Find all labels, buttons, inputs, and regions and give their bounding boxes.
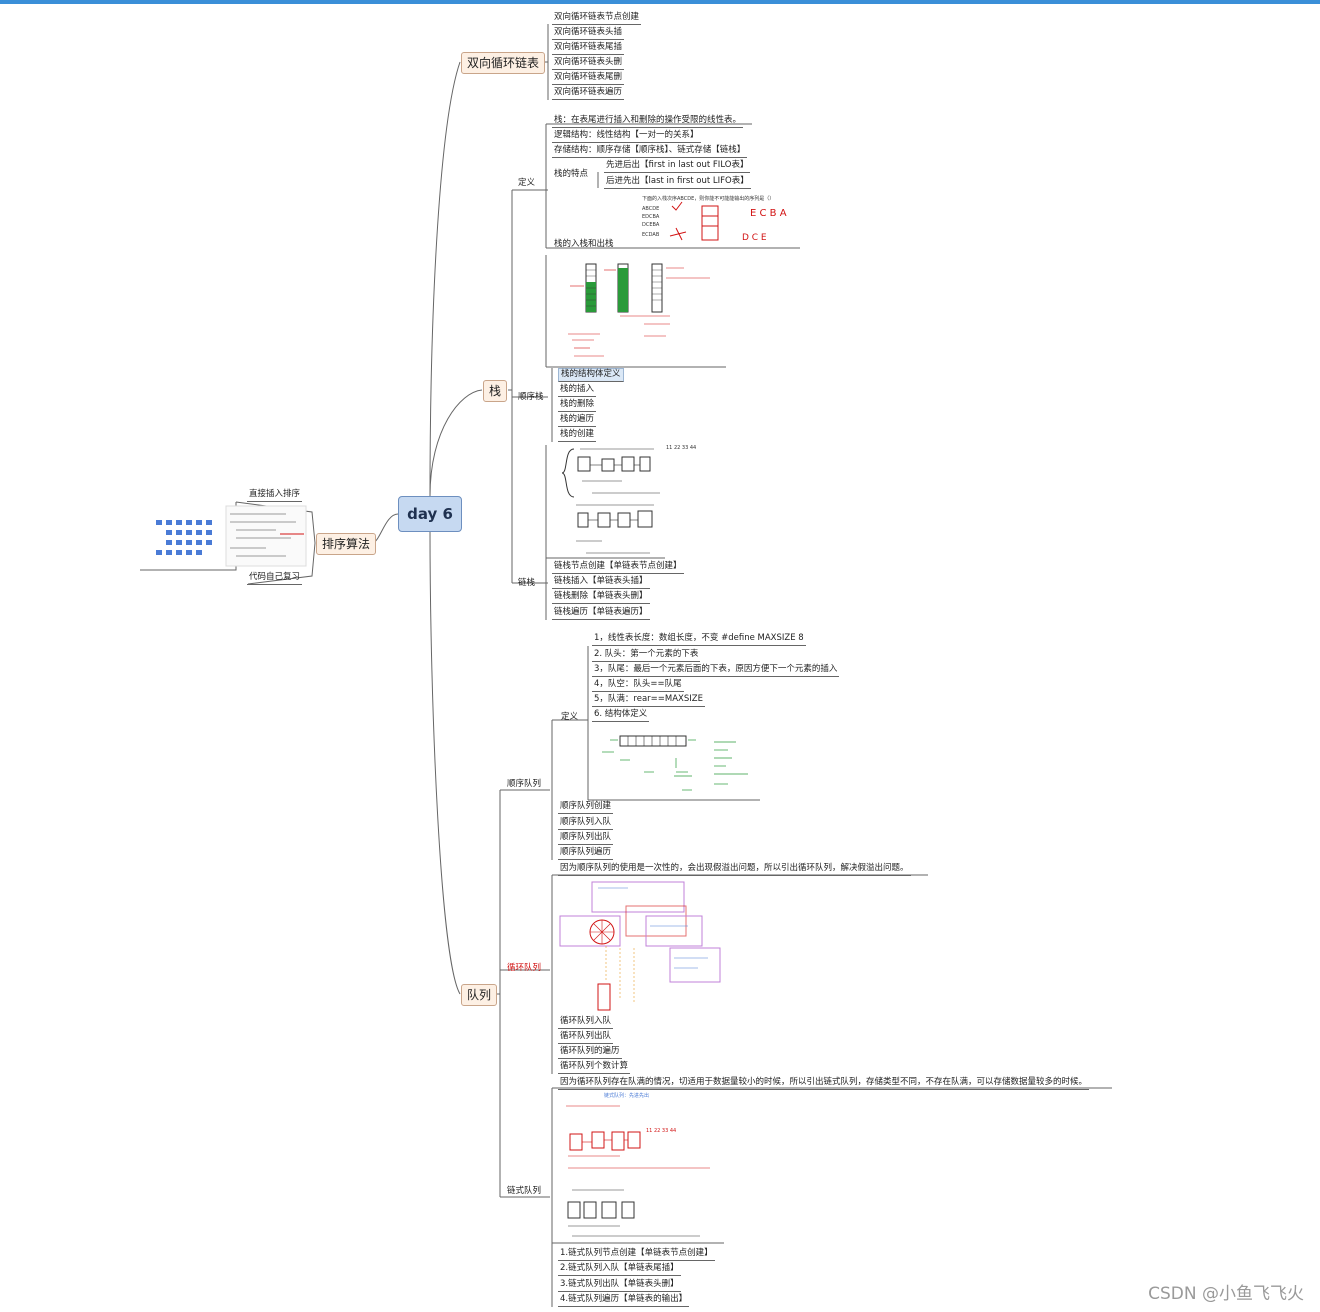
stack-trait-filo[interactable]: 先进后出【first in last out FILO表】 — [604, 160, 751, 173]
stack-link-push[interactable]: 链栈插入【单链表头插】 — [552, 576, 650, 589]
queue-seq-dequeue[interactable]: 顺序队列出队 — [558, 832, 614, 845]
dlist-item-tail-delete[interactable]: 双向循环链表尾删 — [552, 72, 625, 85]
queue-circ-dequeue[interactable]: 循环队列出队 — [558, 1031, 614, 1044]
link-stack-sketch: 11 22 33 44 — [562, 445, 696, 554]
stack-seq-create[interactable]: 栈的创建 — [558, 429, 597, 442]
circular-queue-sketch — [559, 881, 721, 1011]
queue-link-traverse[interactable]: 4.链式队列遍历【单链表的输出】 — [558, 1294, 690, 1307]
stack-inout-label[interactable]: 栈的入栈和出栈 — [554, 239, 614, 249]
queue-circ-label[interactable]: 循环队列 — [507, 963, 542, 973]
queue-link-intro[interactable]: 因为循环队列存在队满的情况，切适用于数据量较小的时候，所以引出链式队列，存储类型… — [558, 1077, 1090, 1090]
branch-queue[interactable]: 队列 — [461, 984, 498, 1006]
queue-link-enqueue[interactable]: 2.链式队列入队【单链表尾插】 — [558, 1263, 681, 1276]
stack-link-pop[interactable]: 链栈删除【单链表头删】 — [552, 591, 650, 604]
queue-def-full[interactable]: 5，队满：rear==MAXSIZE — [592, 694, 705, 707]
stack-seq-label[interactable]: 顺序栈 — [518, 392, 544, 402]
watermark: CSDN @小鱼飞飞火 — [1148, 1284, 1304, 1304]
queue-link-dequeue[interactable]: 3.链式队列出队【单链表头删】 — [558, 1279, 681, 1292]
queue-def-label[interactable]: 定义 — [561, 712, 579, 722]
queue-seq-label[interactable]: 顺序队列 — [507, 779, 542, 789]
stack-sketch-mark-2: D C E — [742, 233, 767, 243]
queue-link-create[interactable]: 1.链式队列节点创建【单链表节点创建】 — [558, 1248, 715, 1261]
queue-def-rear[interactable]: 3，队尾：最后一个元素后面的下表，原因方便下一个元素的插入 — [592, 664, 840, 677]
queue-def-empty[interactable]: 4，队空：队头==队尾 — [592, 679, 684, 692]
queue-def-length[interactable]: 1，线性表长度：数组长度，不变 #define MAXSIZE 8 — [592, 633, 806, 646]
stack-trait-lifo[interactable]: 后进先出【last in first out LIFO表】 — [604, 176, 751, 189]
link-queue-nums: 11 22 33 44 — [646, 1128, 676, 1134]
queue-circ-enqueue[interactable]: 循环队列入队 — [558, 1016, 614, 1029]
stack-def-storage[interactable]: 存储结构：顺序存储【顺序栈】、链式存储【链栈】 — [552, 145, 748, 158]
queue-def-front[interactable]: 2. 队头：第一个元素的下表 — [592, 649, 701, 662]
link-stack-nums: 11 22 33 44 — [666, 445, 696, 451]
stack-seq-traverse[interactable]: 栈的遍历 — [558, 414, 597, 427]
dlist-item-tail-insert[interactable]: 双向循环链表尾插 — [552, 42, 625, 55]
sort-item-insertion[interactable]: 直接插入排序 — [247, 489, 303, 502]
stack-link-traverse[interactable]: 链栈遍历【单链表遍历】 — [552, 607, 650, 620]
sort-sketch-image — [156, 505, 307, 567]
queue-link-label[interactable]: 链式队列 — [507, 1186, 542, 1196]
dlist-item-head-insert[interactable]: 双向循环链表头插 — [552, 27, 625, 40]
link-queue-sketch-title: 链式队列：先进先出 — [604, 1092, 649, 1099]
queue-seq-enqueue[interactable]: 顺序队列入队 — [558, 817, 614, 830]
branch-sort[interactable]: 排序算法 — [316, 533, 377, 555]
stack-sketch-title: 下面的入栈次序ABCDE，则你能不可能能输出的序列是（） — [642, 195, 774, 202]
branch-stack[interactable]: 栈 — [483, 380, 508, 402]
queue-circ-traverse[interactable]: 循环队列的遍历 — [558, 1046, 622, 1059]
dlist-item-traverse[interactable]: 双向循环链表遍历 — [552, 87, 625, 100]
dlist-item-create[interactable]: 双向循环链表节点创建 — [552, 12, 642, 25]
stack-array-sketch — [568, 263, 710, 357]
svg-text:DCEBA: DCEBA — [642, 222, 660, 228]
queue-array-sketch — [602, 735, 748, 791]
link-queue-sketch: 链式队列：先进先出 11 22 33 44 — [566, 1092, 710, 1237]
stack-trait-label[interactable]: 栈的特点 — [554, 169, 589, 179]
stack-sketch-mark-1: E C B A — [750, 208, 787, 219]
sort-item-review[interactable]: 代码自己复习 — [247, 572, 303, 585]
queue-circ-count[interactable]: 循环队列个数计算 — [558, 1061, 631, 1074]
root-node[interactable]: day 6 — [398, 496, 462, 532]
queue-seq-create[interactable]: 顺序队列创建 — [558, 801, 614, 814]
branch-dlist[interactable]: 双向循环链表 — [461, 52, 546, 74]
stack-order-sketch: 下面的入栈次序ABCDE，则你能不可能能输出的序列是（） ABCDE EDCBA… — [642, 195, 787, 243]
stack-intro[interactable]: 栈：在表尾进行插入和删除的操作受限的线性表。 — [552, 115, 744, 128]
stack-def-logic[interactable]: 逻辑结构：线性结构【一对一的关系】 — [552, 130, 701, 143]
dlist-item-head-delete[interactable]: 双向循环链表头删 — [552, 57, 625, 70]
stack-def-label[interactable]: 定义 — [518, 178, 536, 188]
queue-circ-intro[interactable]: 因为顺序队列的使用是一次性的，会出现假溢出问题，所以引出循环队列，解决假溢出问题… — [558, 863, 911, 876]
stack-link-label[interactable]: 链栈 — [518, 578, 536, 588]
top-accent-bar — [0, 0, 1320, 4]
stack-seq-struct[interactable]: 栈的结构体定义 — [558, 368, 624, 382]
queue-def-struct[interactable]: 6. 结构体定义 — [592, 709, 650, 722]
svg-text:EDCBA: EDCBA — [642, 214, 660, 220]
stack-seq-push[interactable]: 栈的插入 — [558, 384, 597, 397]
svg-text:ABCDE: ABCDE — [642, 206, 659, 212]
stack-seq-pop[interactable]: 栈的删除 — [558, 399, 597, 412]
svg-text:ECDAB: ECDAB — [642, 232, 660, 238]
queue-seq-traverse[interactable]: 顺序队列遍历 — [558, 847, 614, 860]
stack-link-create[interactable]: 链栈节点创建【单链表节点创建】 — [552, 561, 684, 574]
